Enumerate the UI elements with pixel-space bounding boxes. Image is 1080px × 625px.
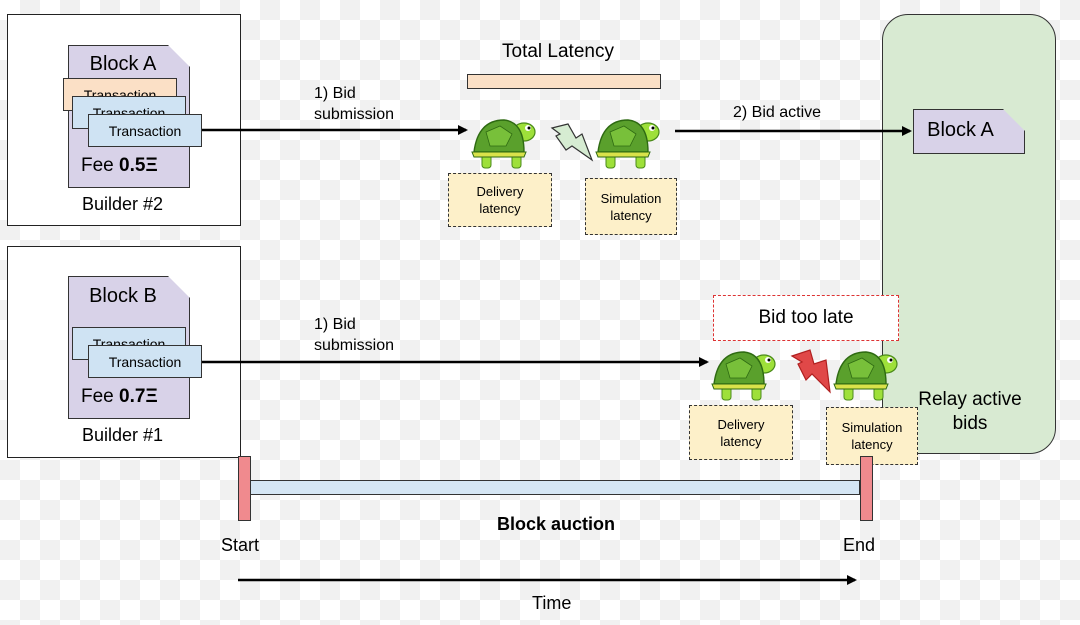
bid-too-late-label: Bid too late	[758, 307, 854, 328]
simulation-latency-note: Simulation latency	[585, 178, 677, 235]
bid-submission-label-top: 1) Bid submission	[314, 85, 395, 123]
transaction-card: Transaction	[88, 345, 202, 378]
total-latency-label: Total Latency	[502, 41, 614, 62]
bid-too-late-box: Bid too late	[713, 295, 899, 341]
simulation-latency-label: Simulation latency	[600, 190, 662, 223]
lightning-icon	[790, 349, 831, 394]
turtle-icon	[830, 344, 910, 404]
fee-label: Fee 0.5Ξ	[81, 155, 158, 177]
end-marker	[860, 456, 873, 521]
end-label: End	[843, 535, 876, 555]
turtle-icon	[468, 112, 548, 172]
block-auction-title: Block auction	[497, 514, 616, 534]
total-latency-bar	[467, 74, 661, 89]
time-axis-label: Time	[532, 593, 572, 613]
turtle-icon	[708, 344, 788, 404]
delivery-latency-label: Delivery latency	[476, 184, 524, 216]
block-b-title: Block B	[89, 285, 157, 307]
transaction-label: Transaction	[108, 353, 182, 370]
simulation-latency-note: Simulation latency	[826, 407, 918, 465]
builder-1-label: Builder #1	[81, 425, 164, 445]
turtle-icon	[592, 112, 672, 172]
fee-prefix: Fee	[81, 155, 114, 176]
fee-value: 0.7Ξ	[119, 386, 158, 407]
relay-block-title: Block A	[927, 119, 994, 141]
simulation-latency-label: Simulation latency	[841, 420, 903, 452]
relay-label: Relay active bids	[918, 389, 1022, 434]
delivery-latency-note: Delivery latency	[448, 173, 552, 227]
transaction-card: Transaction	[88, 114, 202, 147]
fee-label: Fee 0.7Ξ	[81, 386, 158, 408]
lightning-icon	[550, 123, 594, 162]
fee-prefix: Fee	[81, 386, 114, 407]
delivery-latency-note: Delivery latency	[689, 405, 793, 460]
relay-block-doc	[913, 109, 1025, 154]
block-a-title: Block A	[89, 53, 157, 75]
bid-active-label: 2) Bid active	[733, 104, 822, 121]
start-label: Start	[221, 535, 260, 555]
auction-timeline-bar	[250, 480, 860, 495]
bid-submission-label-bottom: 1) Bid submission	[314, 316, 395, 354]
transaction-label: Transaction	[108, 122, 182, 139]
builder-2-label: Builder #2	[81, 194, 164, 214]
fee-value: 0.5Ξ	[119, 155, 158, 176]
delivery-latency-label: Delivery latency	[717, 416, 765, 449]
relay-container	[882, 14, 1056, 454]
start-marker	[238, 456, 251, 521]
